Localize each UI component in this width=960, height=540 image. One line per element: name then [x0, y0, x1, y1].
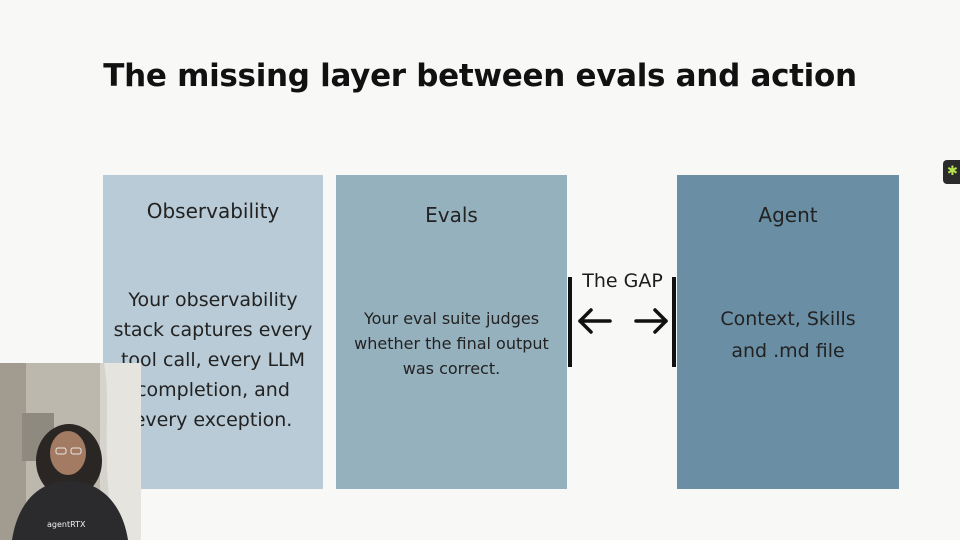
slide-title: The missing layer between evals and acti…: [103, 58, 857, 94]
shirt-logo-text: agentRTX: [47, 520, 86, 529]
webcam-video: agentRTX: [0, 363, 141, 540]
observability-description: Your observability stack captures every …: [113, 289, 313, 431]
evals-box: Evals Your eval suite judges whether the…: [336, 175, 567, 489]
arrow-right-icon: [634, 308, 668, 334]
observability-title: Observability: [146, 199, 280, 223]
agent-box: Agent Context, Skills and .md file: [677, 175, 899, 489]
agent-description: Context, Skills and .md file: [677, 303, 899, 367]
arrow-left-icon: [578, 308, 612, 334]
evals-title: Evals: [425, 203, 478, 227]
observability-box: Observability Your observability stack c…: [103, 175, 323, 489]
agent-description-line: Context, Skills: [720, 308, 856, 330]
evals-description: Your eval suite judges whether the final…: [354, 309, 549, 378]
presenter-image: [0, 363, 141, 540]
agent-title: Agent: [758, 203, 818, 227]
gap-arrows: [578, 308, 668, 334]
sparkle-icon[interactable]: ✱: [943, 160, 960, 184]
gap-right-bar: [672, 277, 676, 367]
gap-label: The GAP: [582, 270, 663, 292]
agent-description-line: and .md file: [731, 340, 845, 362]
gap-left-bar: [568, 277, 572, 367]
